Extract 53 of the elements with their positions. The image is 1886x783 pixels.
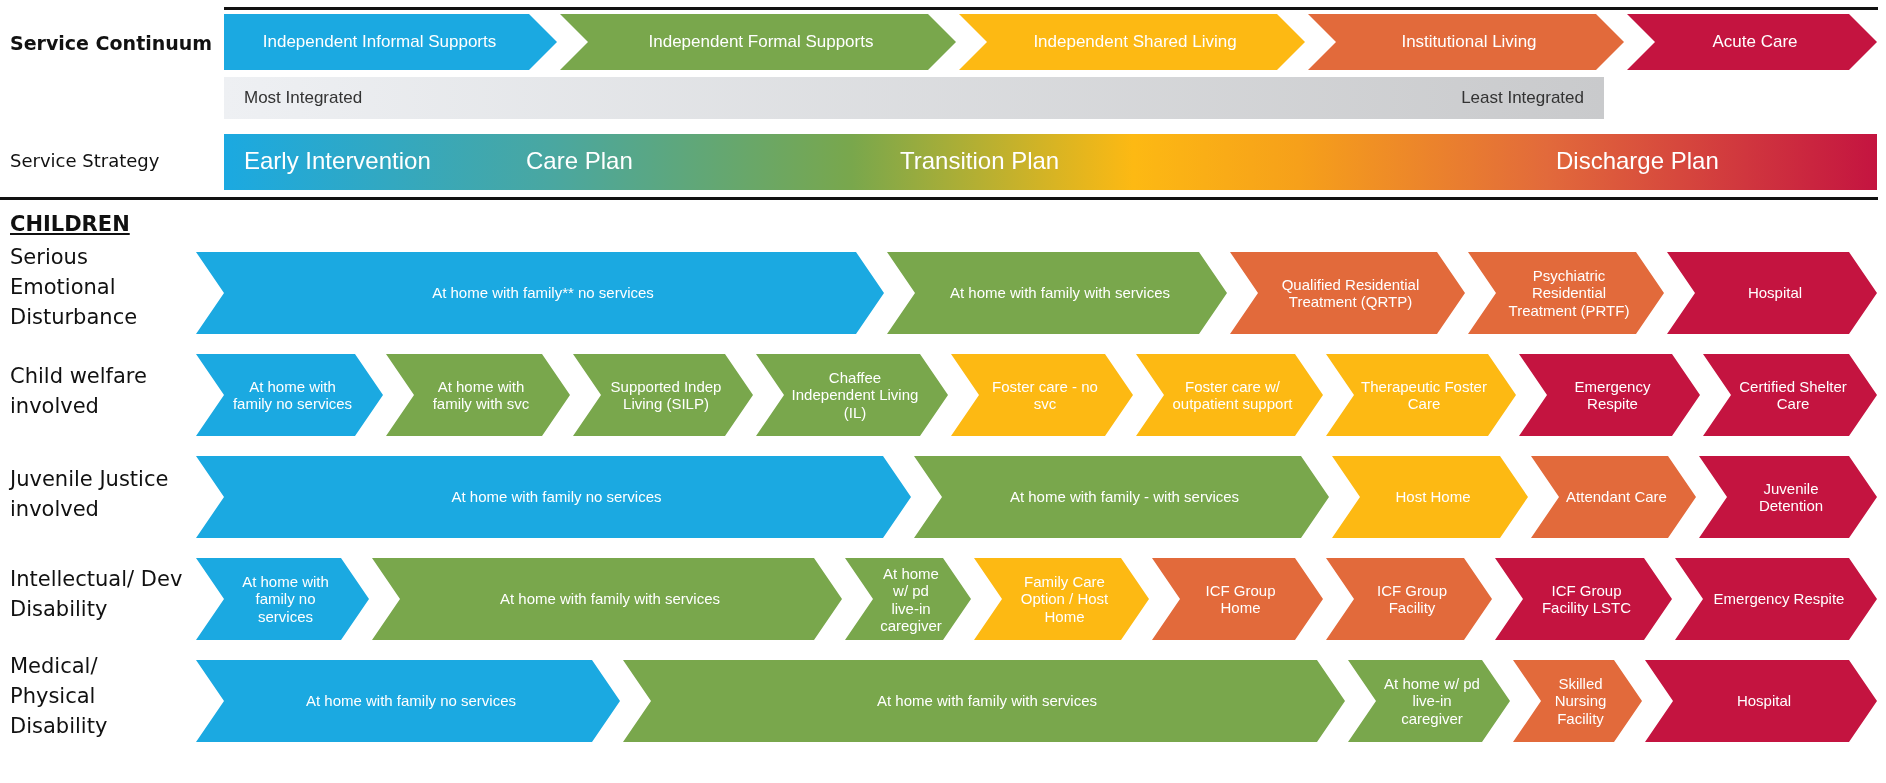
stage-label: Psychiatric Residential Treatment (PRTF): [1507, 267, 1631, 319]
stage-label: Emergency Respite: [1573, 377, 1652, 413]
stage-label: Foster care w/ outpatient support: [1171, 377, 1294, 413]
row-heading: Serious Emotional Disturbance: [10, 244, 139, 331]
row-heading: Child welfare involved: [10, 363, 148, 420]
integration-label: Least Integrated: [1461, 88, 1584, 108]
stage-label: ICF Group Home: [1204, 581, 1277, 617]
stage-label: Emergency Respite: [1712, 590, 1846, 608]
stage-label: Acute Care: [1711, 32, 1799, 52]
stage-label: Hospital: [1746, 284, 1804, 302]
stage-label: Foster care - no svc: [991, 377, 1099, 413]
row-heading: Juvenile Justice involved: [10, 466, 170, 523]
stage-label: At home w/ pd live-in caregiver: [1383, 675, 1481, 727]
strategy-gradient-bar: [224, 134, 1877, 190]
stage-label: Chaffee Independent Living (IL): [790, 369, 920, 421]
row-heading: Intellectual/ Dev Disability: [10, 566, 184, 623]
section-heading: CHILDREN: [10, 211, 130, 238]
stage-label: Skilled Nursing Facility: [1553, 675, 1608, 727]
stage-label: ICF Group Facility LSTC: [1540, 581, 1633, 617]
stage-label: Juvenile Detention: [1757, 479, 1825, 515]
stage-label: At home with family no services: [231, 377, 354, 413]
stage-label: Therapeutic Foster Care: [1360, 377, 1488, 413]
stage-label: At home with family with services: [875, 692, 1099, 710]
stage-label: Independent Informal Supports: [261, 32, 498, 52]
stage-label: At home with family** no services: [431, 284, 655, 302]
stage-label: Hospital: [1735, 692, 1793, 710]
stage-label: At home with family with services: [498, 590, 722, 608]
stage-label: Institutional Living: [1400, 32, 1538, 52]
stage-label: At home w/ pd live-in caregiver: [879, 564, 943, 634]
integration-label: Most Integrated: [244, 88, 363, 108]
stage-label: Supported Indep Living (SILP): [609, 377, 723, 413]
stage-label: Family Care Option / Host Home: [1019, 573, 1110, 625]
stage-label: At home with family with svc: [431, 377, 531, 413]
stage-label: At home with family with services: [948, 284, 1172, 302]
stage-label: ICF Group Facility: [1376, 581, 1448, 617]
stage-label: At home with family no services: [304, 692, 518, 710]
stage-label: At home with family - with services: [1008, 488, 1241, 506]
strategy-label: Care Plan: [526, 147, 633, 175]
stage-label: Qualified Residential Treatment (QRTP): [1280, 275, 1421, 311]
strategy-label: Early Intervention: [244, 147, 431, 175]
stage-label: Independent Formal Supports: [647, 32, 875, 52]
stage-label: At home with family no services: [450, 488, 663, 506]
strategy-label: Discharge Plan: [1556, 147, 1719, 175]
row-heading: Medical/ Physical Disability: [10, 653, 109, 740]
strategy-label: Transition Plan: [900, 147, 1060, 175]
row-heading: Service Strategy: [10, 149, 160, 173]
row-heading: Service Continuum: [10, 31, 213, 56]
stage-label: Attendant Care: [1565, 488, 1668, 506]
integration-bar: [224, 77, 1604, 119]
stage-label: Independent Shared Living: [1032, 32, 1238, 52]
stage-label: Certified Shelter Care: [1738, 377, 1848, 413]
stage-label: Host Home: [1394, 488, 1472, 506]
stage-label: At home with family no services: [241, 573, 330, 625]
